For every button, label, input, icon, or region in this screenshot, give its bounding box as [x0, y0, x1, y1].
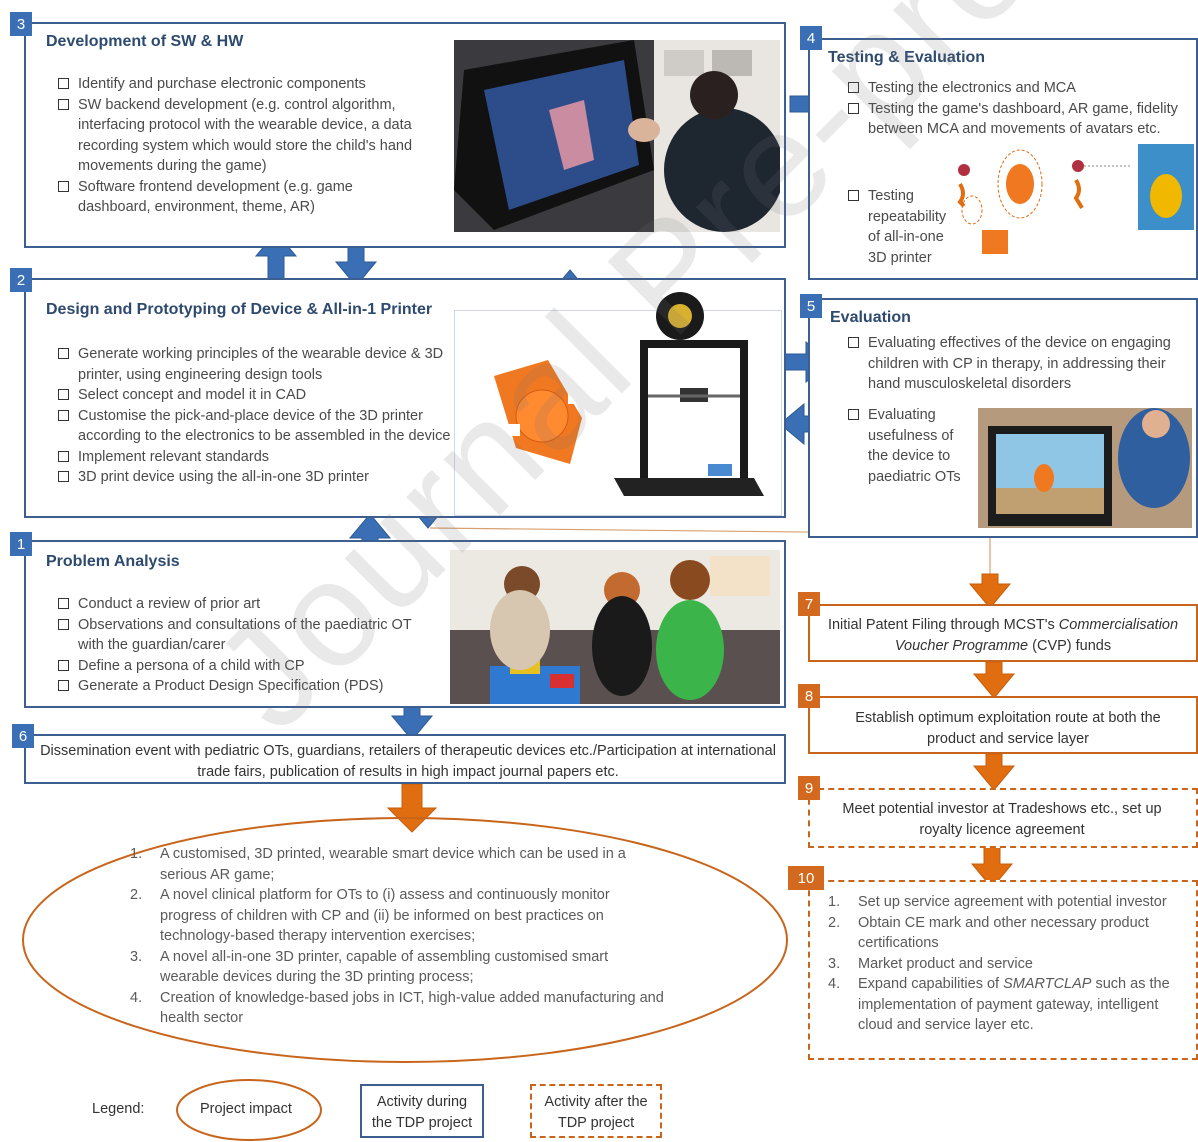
legend-activity-during: Activity during the TDP project	[360, 1084, 484, 1138]
task-item: Observations and consultations of the pa…	[56, 615, 428, 656]
arrow-6-to-impact	[386, 783, 438, 833]
task-item: Customise the pick-and-place device of t…	[56, 406, 451, 447]
action-item: 4.Expand capabilities of SMARTCLAP such …	[828, 976, 1170, 1033]
task-item: Testing repeatability of all-in-one 3D p…	[846, 186, 946, 268]
task-item: Define a persona of a child with CP	[56, 656, 428, 677]
box-service-agreement: 10 1.Set up service agreement with poten…	[788, 866, 1198, 1060]
box-dissemination: 6 Dissemination event with pediatric OTs…	[12, 724, 786, 784]
box-title: Development of SW & HW	[46, 33, 244, 50]
task-item: 3D print device using the all-in-one 3D …	[56, 467, 451, 488]
box-problem-analysis: 1 Problem Analysis Conduct a review of p…	[10, 532, 786, 708]
task-list: Identify and purchase electronic compone…	[56, 74, 416, 218]
task-item: Testing the electronics and MCA	[846, 78, 1182, 99]
dissemination-text: Dissemination event with pediatric OTs, …	[40, 743, 776, 780]
task-list: Generate working principles of the weara…	[56, 344, 451, 488]
task-item: Select concept and model it in CAD	[56, 385, 451, 406]
box-evaluation: 5 Evaluation Evaluating effectives of th…	[800, 294, 1198, 538]
task-item: Conduct a review of prior art	[56, 594, 428, 615]
task-item: Generate working principles of the weara…	[56, 344, 451, 385]
exploitation-text: Establish optimum exploitation route at …	[855, 710, 1161, 747]
arrow-7-to-8	[972, 661, 1016, 699]
box-testing-evaluation: 4 Testing & Evaluation Testing the elect…	[800, 26, 1198, 280]
photo-therapy-session	[450, 550, 780, 704]
box-investor-meeting: 9 Meet potential investor at Tradeshows …	[798, 776, 1198, 848]
task-item: Generate a Product Design Specification …	[56, 676, 428, 697]
arrow-to-7	[968, 573, 1012, 609]
box-patent-filing: 7 Initial Patent Filing through MCST's C…	[798, 592, 1198, 662]
task-item: Software frontend development (e.g. game…	[56, 177, 416, 218]
legend-impact-ellipse	[176, 1079, 322, 1141]
investor-text: Meet potential investor at Tradeshows et…	[842, 801, 1162, 838]
impact-ellipse	[22, 817, 788, 1063]
task-item: SW backend development (e.g. control alg…	[56, 95, 416, 177]
task-list: Testing the electronics and MCA Testing …	[846, 78, 1182, 140]
impact-item: 3.A novel all-in-one 3D printer, capable…	[130, 948, 609, 986]
box-development: 3 Development of SW & HW Identify and pu…	[10, 12, 786, 248]
step-number: 10	[788, 866, 824, 890]
box-design-prototyping: 2 Design and Prototyping of Device & All…	[10, 268, 786, 518]
task-item: Implement relevant standards	[56, 447, 451, 468]
step-number: 7	[798, 592, 820, 616]
image-frame	[454, 310, 782, 516]
box-title: Design and Prototyping of Device & All-i…	[46, 301, 433, 318]
box-exploitation-route: 8 Establish optimum exploitation route a…	[798, 684, 1198, 754]
impact-item: 1.A customised, 3D printed, wearable sma…	[130, 846, 626, 883]
task-item: Evaluating effectives of the device on e…	[846, 333, 1194, 395]
box-title: Problem Analysis	[46, 553, 180, 570]
photo-child-screen	[978, 408, 1192, 528]
legend-project-impact: Project impact	[200, 1101, 292, 1117]
testing-illustrations	[957, 144, 1194, 254]
impact-item: 4.Creation of knowledge-based jobs in IC…	[130, 989, 664, 1027]
device-and-printer-illustration	[494, 292, 764, 496]
step-number: 2	[10, 268, 32, 292]
action-item: 3.Market product and service	[828, 955, 1033, 972]
step-number: 4	[800, 26, 822, 50]
legend-label: Legend:	[92, 1101, 145, 1117]
impact-item: 2.A novel clinical platform for OTs to (…	[130, 887, 610, 944]
step-number: 8	[798, 684, 820, 708]
step-number: 6	[12, 724, 34, 748]
photo-tablet-design	[454, 40, 780, 232]
arrow-8-to-9	[972, 753, 1016, 791]
action-list: 1.Set up service agreement with potentia…	[828, 892, 1194, 1036]
step-number: 3	[10, 12, 32, 36]
step-number: 1	[10, 532, 32, 556]
action-item: 2.Obtain CE mark and other necessary pro…	[828, 914, 1149, 952]
patent-text: Initial Patent Filing through MCST's Com…	[827, 617, 1179, 654]
task-list: Testing repeatability of all-in-one 3D p…	[846, 186, 946, 268]
impact-list: 1.A customised, 3D printed, wearable sma…	[130, 844, 670, 1029]
step-number: 9	[798, 776, 820, 800]
task-item: Testing the game's dashboard, AR game, f…	[846, 99, 1182, 140]
task-list: Evaluating effectives of the device on e…	[846, 333, 1194, 395]
task-list: Conduct a review of prior art Observatio…	[56, 594, 428, 697]
task-item: Identify and purchase electronic compone…	[56, 74, 416, 95]
action-item: 1.Set up service agreement with potentia…	[828, 894, 1167, 910]
task-item: Evaluating usefulness of the device to p…	[846, 405, 966, 487]
legend-activity-after: Activity after the TDP project	[530, 1084, 662, 1138]
box-title: Evaluation	[830, 309, 911, 326]
step-number: 5	[800, 294, 822, 318]
task-list: Evaluating usefulness of the device to p…	[846, 405, 966, 487]
box-title: Testing & Evaluation	[828, 49, 986, 66]
